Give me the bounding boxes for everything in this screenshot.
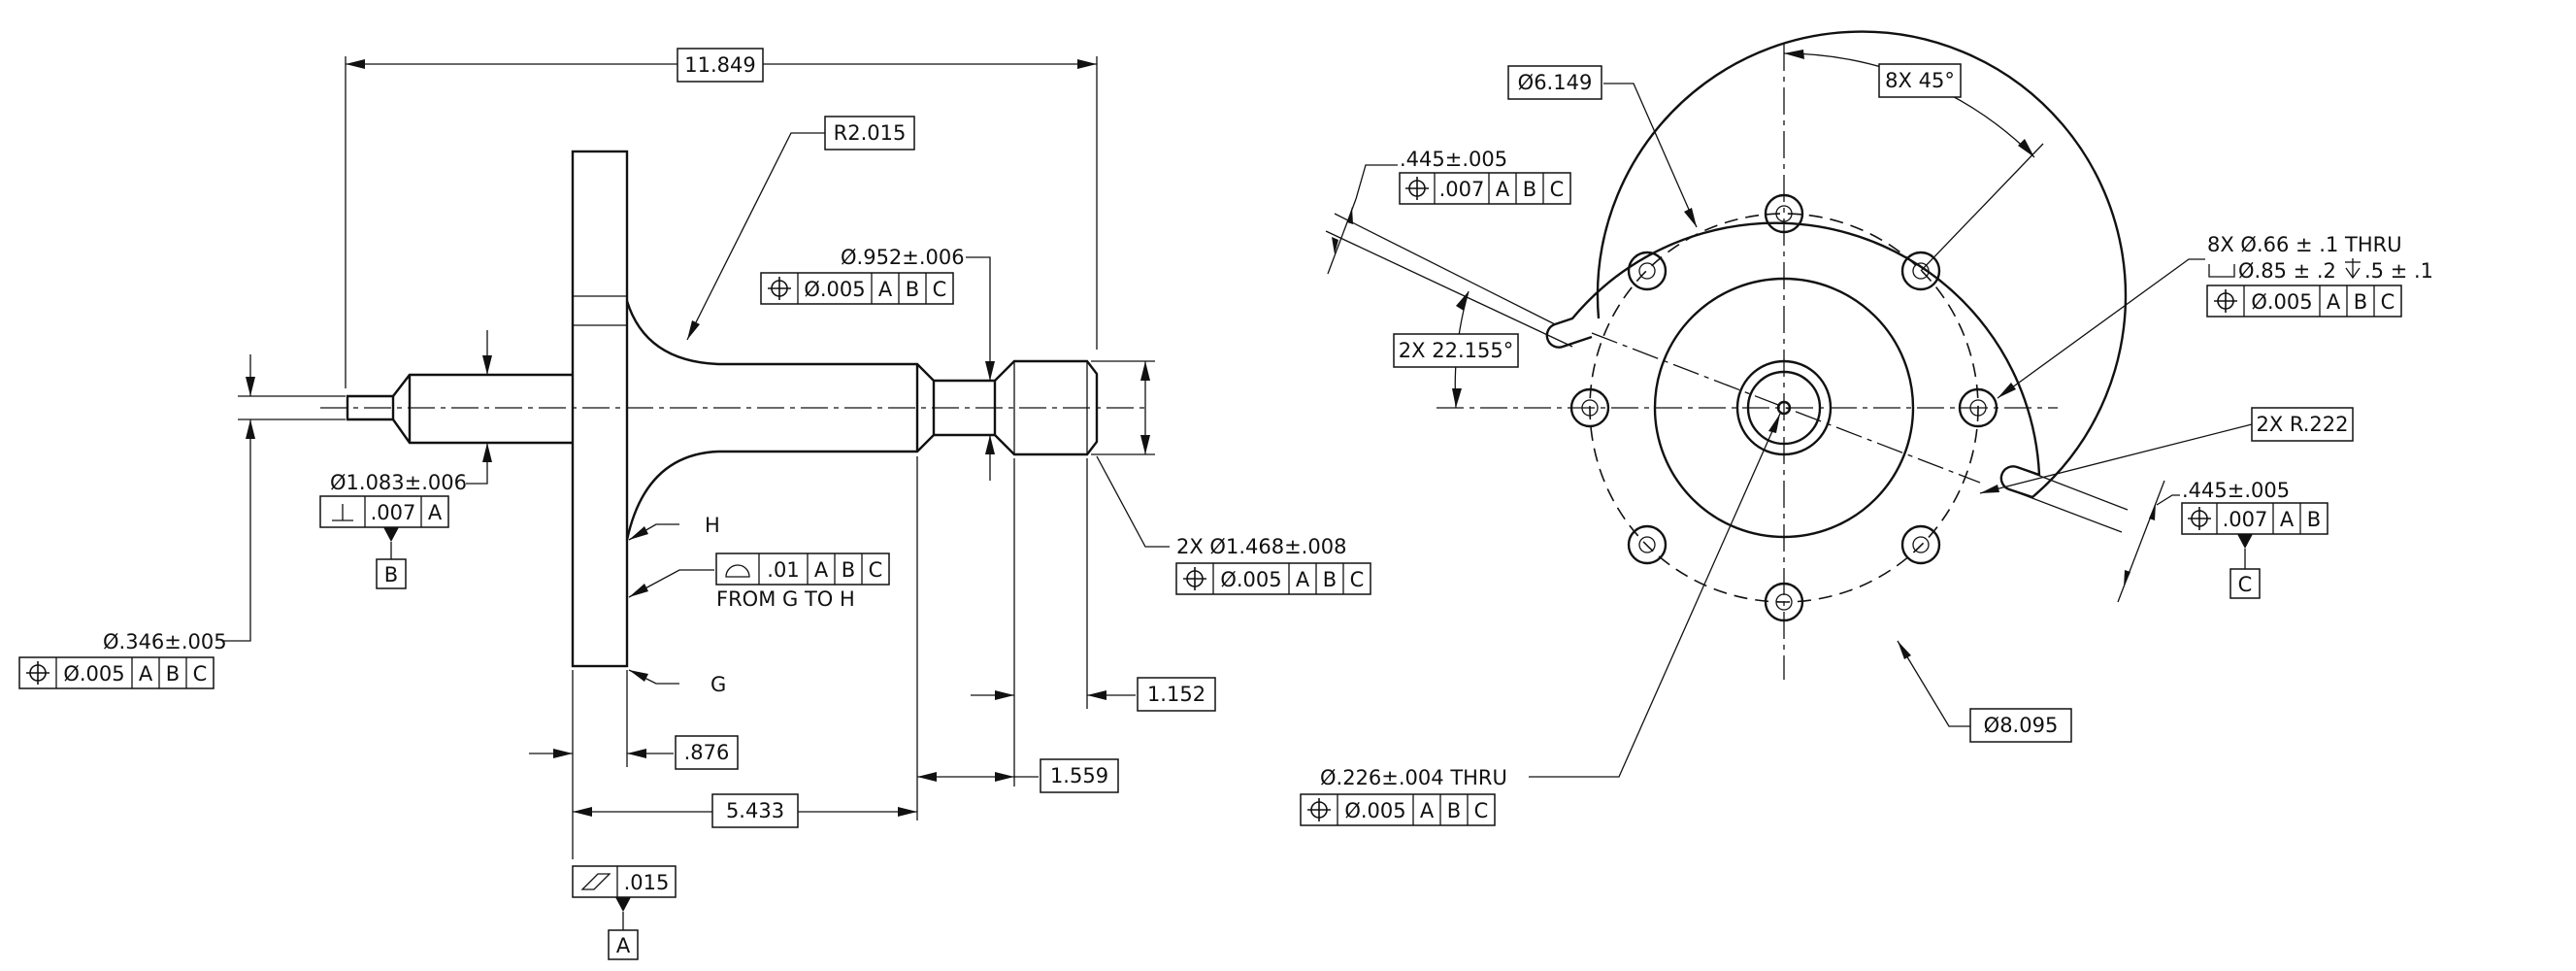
shaft-left <box>392 373 573 445</box>
svg-text:Ø.005: Ø.005 <box>1220 568 1281 591</box>
svg-text:B: B <box>2354 290 2367 314</box>
fillet-body <box>625 300 936 541</box>
bore-outer <box>1735 359 1833 456</box>
profile-note: FROM G TO H <box>716 587 855 611</box>
shaft-fcf: .007 A B <box>319 495 449 589</box>
svg-text:Ø.005: Ø.005 <box>63 662 124 686</box>
datum-a: A <box>616 934 631 957</box>
profile-fcf: .01 A B C <box>715 552 890 586</box>
svg-text:A: A <box>878 278 893 301</box>
bolt-circle <box>1589 213 1979 603</box>
svg-text:A: A <box>814 558 829 582</box>
svg-text:.007: .007 <box>2223 508 2268 531</box>
svg-text:B: B <box>1447 799 1461 822</box>
svg-text:C: C <box>193 662 208 686</box>
pilot-fcf: Ø.005 A B C <box>18 656 215 689</box>
flatness-fcf: .015 A <box>572 865 677 960</box>
outer-profile <box>1545 30 2128 499</box>
svg-text:Ø.005: Ø.005 <box>2251 290 2312 314</box>
slot-width-top-label: .445±.005 <box>1400 148 1507 171</box>
svg-text:.007: .007 <box>1439 178 1485 201</box>
svg-text:B: B <box>1523 178 1536 201</box>
bolt-holes <box>1569 193 1998 622</box>
shaft-diameter-label: Ø1.083±.006 <box>330 471 467 494</box>
dim-5433: 5.433 <box>726 799 784 822</box>
datum-b: B <box>384 563 398 586</box>
svg-text:.01: .01 <box>767 558 799 582</box>
svg-text:C: C <box>2381 290 2395 314</box>
overall-length: 11.849 <box>684 53 755 77</box>
svg-text:B: B <box>906 278 919 301</box>
svg-text:Ø.005: Ø.005 <box>1344 799 1405 822</box>
slot-radius-label: 2X R.222 <box>2256 413 2348 436</box>
pilot-diameter-label: Ø.346±.005 <box>103 630 227 653</box>
center-fcf: Ø.005 A B C <box>1300 793 1496 826</box>
hub <box>1653 277 1915 539</box>
svg-text:A: A <box>2327 290 2341 314</box>
svg-text:A: A <box>1420 799 1435 822</box>
counterbore-depth-label: .5 ± .1 <box>2364 259 2433 283</box>
svg-text:B: B <box>1323 568 1337 591</box>
profile-surface-icon <box>725 564 750 578</box>
dim-1559: 1.559 <box>1050 764 1108 787</box>
counterbore-label: Ø.85 ± .2 <box>2238 259 2336 283</box>
hole-fcf: Ø.005 A B C <box>2206 285 2402 318</box>
neck-fcf: Ø.005 A B C <box>760 272 954 305</box>
flatness-icon <box>580 873 611 890</box>
end-diameter-label: 2X Ø1.468±.008 <box>1176 535 1346 558</box>
label-g: G <box>710 673 726 696</box>
svg-text:A: A <box>2280 508 2295 531</box>
svg-text:A: A <box>1496 178 1510 201</box>
side-view: 11.849 R2.015 Ø.952±.006 Ø.005 A B C Ø1 <box>18 48 1371 960</box>
end-collar <box>994 359 1099 456</box>
svg-text:B: B <box>2307 508 2321 531</box>
svg-text:.007: .007 <box>371 501 416 524</box>
svg-text:C: C <box>933 278 947 301</box>
svg-text:C: C <box>869 558 883 582</box>
hole-angle-label: 8X 45° <box>1885 69 1955 92</box>
svg-text:B: B <box>166 662 180 686</box>
slot-angle-label: 2X 22.155° <box>1399 339 1513 362</box>
svg-text:B: B <box>842 558 855 582</box>
end-fcf: Ø.005 A B C <box>1175 562 1371 595</box>
svg-text:Ø.005: Ø.005 <box>804 278 865 301</box>
bolt-circle-label: Ø6.149 <box>1518 71 1593 94</box>
label-h: H <box>705 514 720 537</box>
svg-text:C: C <box>1350 568 1365 591</box>
svg-text:A: A <box>428 501 443 524</box>
neck-diameter-label: Ø.952±.006 <box>841 246 965 269</box>
depth-icon <box>2345 258 2361 280</box>
slot-right-fcf: .007 A B C <box>2181 502 2328 599</box>
flange <box>571 150 629 668</box>
svg-text:A: A <box>1296 568 1310 591</box>
svg-text:A: A <box>139 662 153 686</box>
slot-width-right-label: .445±.005 <box>2182 479 2290 502</box>
svg-text:.015: .015 <box>624 871 670 894</box>
outer-diameter-label: Ø8.095 <box>1984 714 2059 737</box>
svg-text:C: C <box>1474 799 1489 822</box>
hole-callout: 8X Ø.66 ± .1 THRU <box>2207 233 2402 256</box>
fillet-radius-label: R2.015 <box>834 121 907 145</box>
dim-876: .876 <box>684 741 730 764</box>
center-hole <box>1776 400 1792 416</box>
counterbore-icon <box>2208 264 2235 278</box>
dim-1152: 1.152 <box>1147 683 1205 706</box>
slot-top-fcf: .007 A B C <box>1399 172 1571 205</box>
neck <box>934 379 997 437</box>
center-hole-label: Ø.226±.004 THRU <box>1320 766 1507 789</box>
bore-inner <box>1746 370 1822 446</box>
front-view: Ø6.149 8X 45° .445±.005 .007 A B C <box>1300 30 2433 826</box>
datum-c: C <box>2238 573 2253 596</box>
svg-text:C: C <box>1550 178 1565 201</box>
